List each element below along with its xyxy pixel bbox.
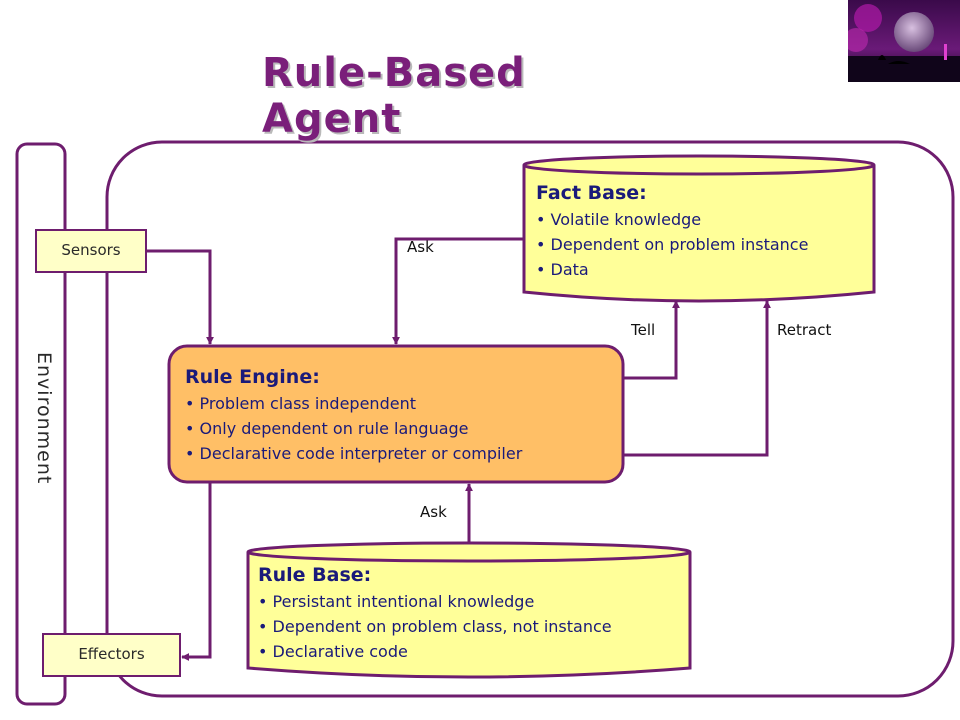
environment-label: Environment [33, 352, 55, 485]
fact-base-item: Dependent on problem instance [536, 232, 809, 257]
agent-boundary [105, 140, 955, 698]
page-title: Rule-Based Agent [262, 50, 526, 142]
rule-ask-label: Ask [420, 503, 447, 521]
rule-engine-item: Problem class independent [185, 391, 522, 416]
effectors-label: Effectors [78, 645, 145, 663]
sensors-to-engine-arrow [146, 249, 214, 345]
rule-base-item: Dependent on problem class, not instance [258, 614, 612, 639]
rule-engine-item: Only dependent on rule language [185, 416, 522, 441]
fact-ask-arrow [392, 237, 524, 345]
environment-bar [15, 142, 67, 706]
purple-night-scene-image [848, 0, 960, 82]
rule-base-item: Persistant intentional knowledge [258, 589, 612, 614]
rule-base-list: Persistant intentional knowledge Depende… [258, 589, 612, 664]
sensors-box [35, 229, 147, 273]
fact-base-item: Data [536, 257, 808, 282]
rule-engine-list: Problem class independent Only dependent… [185, 391, 523, 466]
fact-ask-label: Ask [407, 238, 434, 256]
tell-label: Tell [631, 321, 656, 339]
fact-base-title: Fact Base: [536, 182, 647, 204]
effectors-box [42, 633, 181, 677]
rule-engine-panel: Rule Engine: Problem class independent O… [185, 366, 522, 466]
rule-engine-title: Rule Engine: [185, 366, 320, 388]
fact-base-item: Volatile knowledge [536, 207, 808, 232]
retract-label: Retract [777, 321, 832, 339]
sensors-label: Sensors [61, 241, 121, 259]
rule-base-item: Declarative code [258, 639, 612, 664]
rule-engine-item: Declarative code interpreter or compiler [185, 441, 523, 466]
retract-arrow [623, 300, 771, 457]
fact-base-panel: Fact Base: Volatile knowledge Dependent … [536, 182, 808, 282]
rule-base-title: Rule Base: [258, 564, 372, 586]
fact-base-list: Volatile knowledge Dependent on problem … [536, 207, 809, 282]
rule-base-panel: Rule Base: Persistant intentional knowle… [258, 564, 612, 664]
engine-to-effectors-arrow [181, 482, 212, 661]
tell-arrow [623, 300, 680, 380]
